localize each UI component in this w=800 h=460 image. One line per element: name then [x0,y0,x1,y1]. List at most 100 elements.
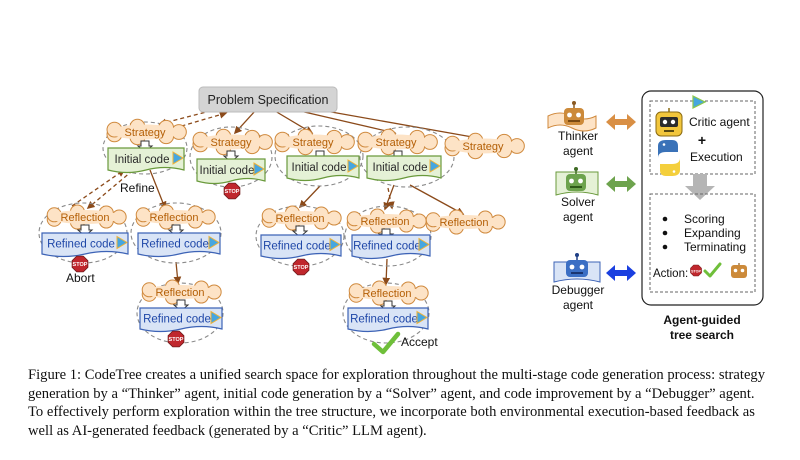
svg-text:Problem Specification: Problem Specification [208,93,329,107]
stop-sign-icon: STOP [223,182,241,200]
refined-code-node-2: Refined code [137,232,221,258]
svg-text:Strategy: Strategy [293,137,334,149]
svg-text:Refined code: Refined code [141,239,209,251]
terminating-label: Terminating [684,240,746,254]
refined-code-node-5: Refined code [139,307,223,333]
panel-title-line1: Agent-guided [663,313,740,327]
svg-text:Reflection: Reflection [361,216,410,228]
scoring-label: Scoring [684,212,725,226]
play-icon [418,237,430,252]
svg-text:Reflection: Reflection [440,217,489,229]
play-icon [692,95,707,109]
execution-label: Execution [690,150,743,164]
expanding-label: Expanding [684,226,741,240]
refined-code-node-6: Refined code [347,307,429,333]
svg-text:Refined code: Refined code [353,241,421,253]
strategy-node-3: Strategy [274,128,355,156]
critic-agent-label: Critic agent [689,115,750,129]
svg-text:Initial code: Initial code [292,162,347,174]
debugger-robot-icon [566,253,588,277]
strategy-node-4: Strategy [357,128,438,156]
svg-text:Debugger: Debugger [552,283,605,297]
initial-code-node-1: Initial code [107,147,185,174]
panel-title-line2: tree search [670,328,734,342]
accept-label: Accept [401,335,438,349]
play-icon [172,151,184,165]
play-icon [416,310,428,325]
svg-text:Reflection: Reflection [156,287,205,299]
play-icon [347,159,359,173]
reflection-node-4: Reflection [346,208,427,234]
reflection-node-3: Reflection [261,205,342,231]
initial-code-node-2: Initial code [196,158,266,185]
svg-text:Reflection: Reflection [363,288,412,300]
debugger-double-arrow-icon [606,265,636,281]
python-icon [658,140,680,176]
strategy-node-5: Strategy [444,132,525,160]
critic-robot-icon [655,108,683,137]
down-arrow-icon [685,174,715,200]
stop-sign-icon: STOP [292,258,310,276]
svg-text:Reflection: Reflection [61,212,110,224]
svg-text:agent: agent [563,210,594,224]
reflection-node-deep-2: Reflection [348,280,429,306]
play-icon [210,310,222,325]
svg-text:Reflection: Reflection [150,212,199,224]
reflection-node-1: Reflection [46,204,127,230]
play-icon [329,237,341,252]
svg-text:STOP: STOP [225,189,240,195]
play-icon [253,162,265,176]
svg-text:STOP: STOP [169,337,184,343]
play-icon [116,235,128,250]
action-stop-icon: STOP [690,264,702,277]
reflection-node-2: Reflection [135,204,216,230]
svg-text:STOP: STOP [73,262,88,268]
thinker-double-arrow-icon [606,114,636,130]
initial-code-node-4: Initial code [366,155,442,182]
svg-text:STOP: STOP [294,265,309,271]
strategy-node-2: Strategy [192,128,273,156]
solver-double-arrow-icon [606,176,636,192]
thinker-robot-icon [564,101,584,125]
svg-text:Initial code: Initial code [115,154,170,166]
svg-text:Refined code: Refined code [350,314,418,326]
svg-text:Reflection: Reflection [276,213,325,225]
solver-agent: Solver agent [555,167,599,224]
action-label: Action: [653,268,688,280]
svg-text:agent: agent [563,144,594,158]
svg-text:Initial code: Initial code [200,165,255,177]
svg-text:Strategy: Strategy [463,141,504,153]
action-thinker-robot-icon [731,263,747,278]
plus-label: + [698,132,706,148]
svg-text:Initial code: Initial code [373,162,428,174]
reflection-node-5: Reflection [425,209,506,235]
svg-text:Solver: Solver [561,195,595,209]
svg-text:Strategy: Strategy [211,137,252,149]
svg-text:agent: agent [563,298,594,312]
svg-text:Refined code: Refined code [47,239,115,251]
svg-text:Strategy: Strategy [125,127,166,139]
strategy-node-1: Strategy [106,118,187,146]
stop-sign-icon: STOP [71,255,89,273]
debugger-agent: Debugger agent [552,253,605,312]
thinker-agent: Thinker agent [547,101,598,158]
initial-code-node-3: Initial code [286,155,360,182]
refined-code-node-3: Refined code [260,234,342,260]
stop-sign-icon: STOP [167,330,185,348]
refined-code-node-4: Refined code [351,234,431,260]
play-icon [429,159,441,173]
svg-text:Strategy: Strategy [376,137,417,149]
accept-check-icon [371,331,401,355]
agent-guided-tree-search-panel: Critic agent + Execution Scoring Expandi… [641,90,764,306]
abort-label: Abort [66,271,95,285]
down-arrow-icon [291,225,309,238]
svg-text:Refined code: Refined code [263,241,331,253]
action-check-icon [703,262,722,278]
solver-robot-icon [566,167,586,191]
svg-text:STOP: STOP [691,269,701,273]
figure-caption: Figure 1: CodeTree creates a unified sea… [28,367,766,439]
problem-specification-node: Problem Specification [198,86,338,113]
